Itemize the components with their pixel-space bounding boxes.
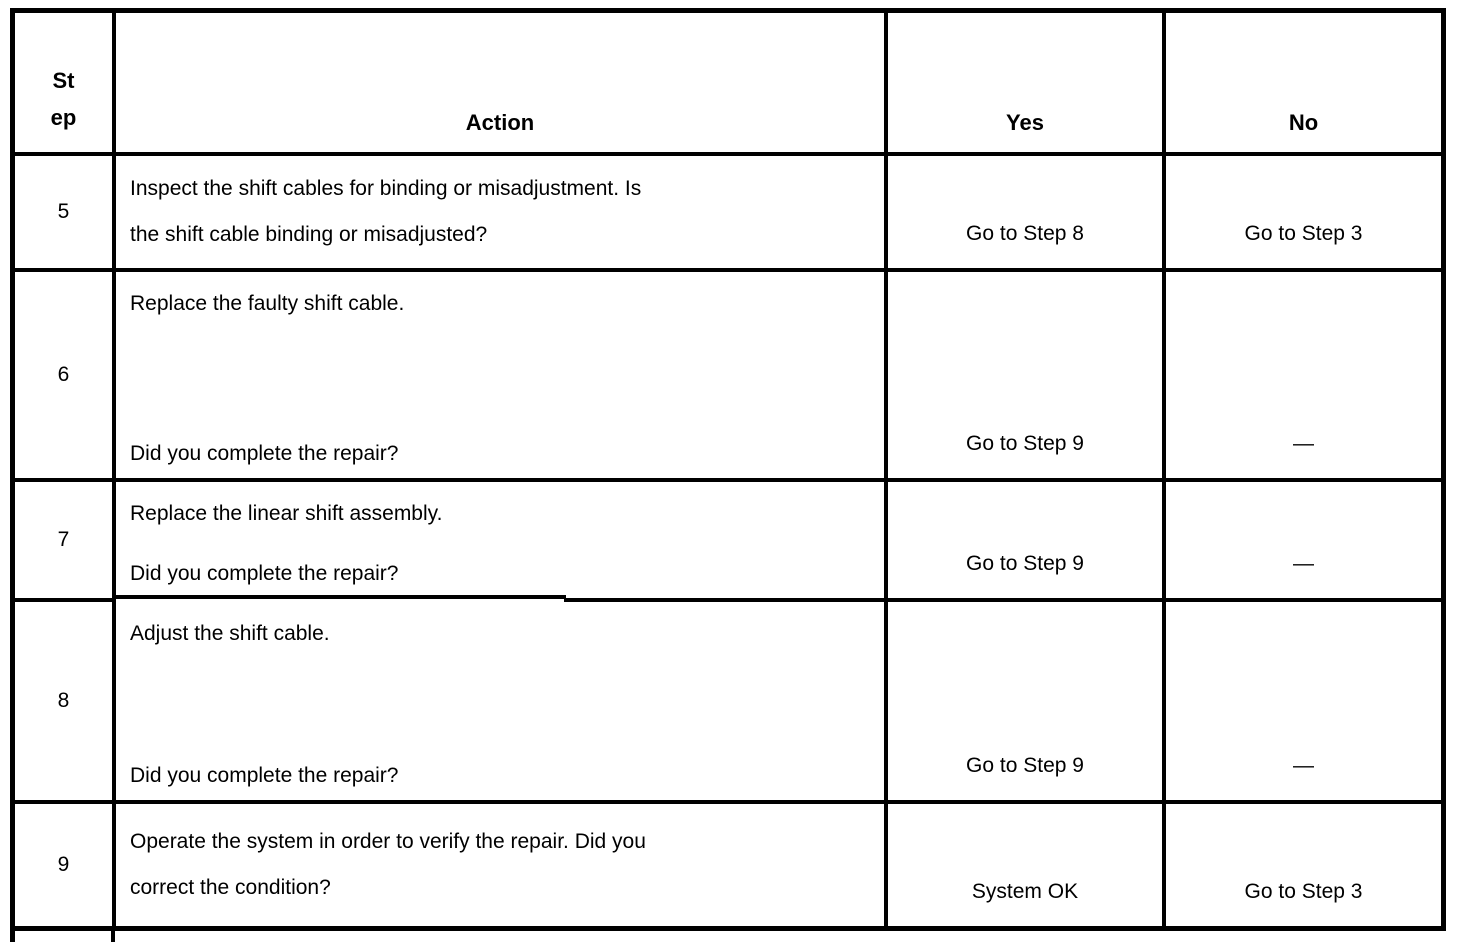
action-line: Did you complete the repair? — [130, 764, 399, 787]
diagnostic-table: St ep Action Yes No 5 Inspect the shift … — [10, 8, 1446, 931]
no-cell-9: Go to Step 3 — [1244, 880, 1363, 903]
step-cell-5: 5 — [15, 156, 116, 272]
action-line: Did you complete the repair? — [130, 562, 399, 585]
action-line: Adjust the shift cable. — [130, 622, 330, 645]
header-action: Action — [116, 13, 888, 156]
action-cell-8: Adjust the shift cable. Did you complete… — [116, 602, 888, 804]
header-no-label: No — [1288, 110, 1319, 135]
step-cell-9: 9 — [15, 804, 116, 926]
header-step: St ep — [15, 13, 116, 156]
action-line: Inspect the shift cables for binding or … — [130, 177, 642, 200]
yes-cell-7: Go to Step 9 — [888, 482, 1166, 602]
header-yes: Yes — [888, 13, 1166, 156]
scan-artifact-erase — [116, 598, 564, 603]
step-cell-8: 8 — [15, 602, 116, 804]
action-cell-6: Replace the faulty shift cable. Did you … — [116, 272, 888, 482]
scan-artifact-stub-left — [10, 931, 15, 942]
yes-cell-8: Go to Step 9 — [888, 602, 1166, 804]
action-cell-7: Replace the linear shift assembly. Did y… — [116, 482, 888, 602]
header-step-label: St ep — [51, 62, 77, 136]
no-cell-5: Go to Step 3 — [1166, 156, 1441, 272]
scan-artifact-stub-divider — [111, 931, 115, 942]
yes-cell-6: Go to Step 9 — [888, 272, 1166, 482]
no-cell-6: — — [1166, 272, 1441, 482]
yes-cell-5: Go to Step 8 — [888, 156, 1166, 272]
step-cell-7: 7 — [15, 482, 116, 602]
header-no: No — [1166, 13, 1441, 156]
action-line: Did you complete the repair? — [130, 442, 399, 465]
action-line: Operate the system in order to verify th… — [130, 830, 646, 853]
header-step-line1: St — [52, 68, 75, 93]
no-cell-8: — — [1166, 602, 1441, 804]
action-line: Replace the linear shift assembly. — [130, 502, 443, 525]
action-line: Replace the faulty shift cable. — [130, 292, 405, 315]
scan-artifact-line — [116, 595, 566, 599]
action-line: correct the condition? — [130, 876, 331, 899]
action-line: the shift cable binding or misadjusted? — [130, 223, 488, 246]
header-action-label: Action — [465, 110, 535, 135]
no-cell-7: — — [1166, 482, 1441, 602]
action-cell-5: Inspect the shift cables for binding or … — [116, 156, 888, 272]
header-step-line2: ep — [50, 105, 77, 130]
action-cell-9: Operate the system in order to verify th… — [116, 804, 888, 926]
header-yes-label: Yes — [1006, 110, 1044, 135]
yes-cell-9: System OK — [888, 804, 1166, 926]
step-cell-6: 6 — [15, 272, 116, 482]
